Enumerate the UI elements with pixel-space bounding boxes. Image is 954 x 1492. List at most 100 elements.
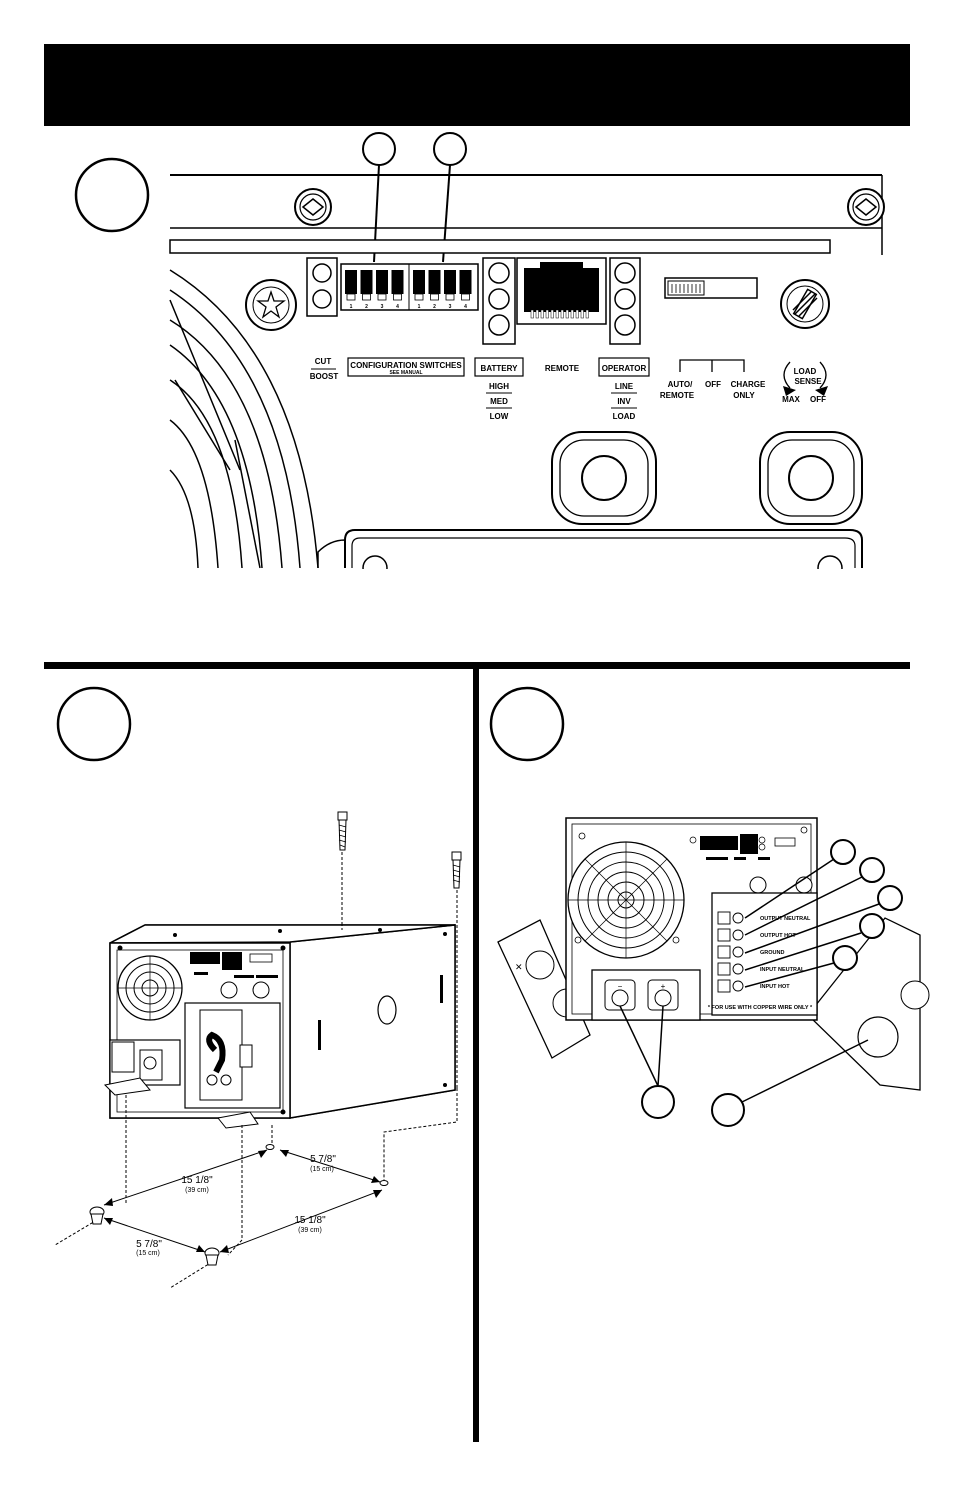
dip-switch-b-3[interactable]: [444, 270, 456, 294]
terminal-label: OUTPUT NEUTRAL: [760, 916, 811, 922]
operator-load-label: LOAD: [613, 412, 636, 421]
max-label: MAX: [782, 395, 800, 404]
step-circle-1: [74, 157, 150, 233]
dip-switch-tab: [362, 293, 371, 301]
terminal-label: GROUND: [760, 950, 784, 956]
mount-screw-top-1: [337, 811, 348, 851]
charge-only-label-1: CHARGE: [731, 380, 766, 389]
terminal-clamp: [717, 945, 731, 959]
rj-pin: [540, 309, 544, 319]
cut-led: [312, 263, 332, 283]
knockout-plate-left: [497, 919, 591, 1059]
battery-label-box: [474, 357, 524, 377]
config-switch-label-box: [347, 357, 465, 377]
rj-pin: [530, 309, 534, 319]
dip-switch-b-2[interactable]: [428, 270, 441, 294]
panel-strip: [169, 239, 831, 254]
load-sense-arc-right: [819, 361, 827, 389]
terminal-screw[interactable]: [732, 946, 744, 958]
rj-pin: [575, 309, 579, 319]
dim-width-1: 5 7/8": [310, 1154, 336, 1165]
terminal-screw[interactable]: [732, 929, 744, 941]
dip-switch-number: 2: [433, 304, 436, 310]
header-bar: [44, 44, 910, 126]
callout-circle-config-b: [433, 132, 467, 166]
dip-switch-tab: [393, 293, 402, 301]
battery-low-label: LOW: [490, 412, 509, 421]
mount-screw-floor-1: [89, 1206, 105, 1225]
fan-guard: [169, 269, 319, 569]
dc-positive-symbol: +: [661, 982, 666, 991]
dip-switch-number: 2: [365, 304, 368, 310]
auto-remote-label-1: AUTO/: [668, 380, 694, 389]
wiring-illustration: ✕ −: [497, 817, 930, 1127]
dip-switch-number: 3: [449, 304, 452, 310]
battery-led-low: [488, 314, 510, 336]
column-divider: [473, 662, 479, 1442]
dc-knockout-right: [759, 431, 863, 525]
rj-pin: [555, 309, 559, 319]
rj-pin: [550, 309, 554, 319]
battery-label: BATTERY: [481, 364, 519, 373]
charge-only-label-2: ONLY: [733, 391, 755, 400]
dip-switch-number: 1: [350, 304, 353, 310]
battery-led-high: [488, 262, 510, 284]
remote-port[interactable]: [516, 257, 607, 325]
dim-width-1-cm: (15 cm): [310, 1166, 334, 1173]
dip-switch-b-1[interactable]: [413, 270, 425, 294]
operator-label: OPERATOR: [602, 364, 647, 373]
load-sense-arrow-right: [815, 386, 828, 396]
dip-switch-a-3[interactable]: [376, 270, 388, 294]
callout-knockout: [711, 1093, 745, 1127]
dip-switch-tab: [377, 293, 387, 301]
callout-circle-config-a: [362, 132, 396, 166]
see-manual-label: SEE MANUAL: [389, 370, 422, 376]
terminal-screw[interactable]: [732, 963, 744, 975]
configuration-switches-label: CONFIGURATION SWITCHES: [350, 361, 462, 370]
dim-length-2-cm: (39 cm): [298, 1227, 322, 1234]
boost-label: BOOST: [310, 372, 339, 381]
terminal-screw[interactable]: [732, 912, 744, 924]
terminal-clamp: [717, 911, 731, 925]
rj-pin: [560, 309, 564, 319]
callout-ground: [877, 885, 903, 911]
load-sense-arrow-left: [783, 386, 796, 396]
load-sense-label-1: LOAD: [794, 367, 817, 376]
callout-output-hot: [859, 857, 885, 883]
dip-switch-number: 4: [396, 304, 399, 310]
dim-length-1: 15 1/8": [181, 1175, 213, 1186]
screw-top-left: [294, 188, 332, 226]
operator-led-line: [614, 262, 636, 284]
dim-width-2-cm: (15 cm): [136, 1250, 160, 1257]
mode-position-bracket: [679, 359, 745, 372]
mounting-illustration: 15 1/8" (39 cm) 5 7/8" (15 cm) 5 7/8" (1…: [54, 811, 462, 1289]
dip-switch-tab: [445, 293, 455, 301]
battery-led-med: [488, 288, 510, 310]
rj-pin: [545, 309, 549, 319]
dip-switch-a-2[interactable]: [360, 270, 373, 294]
terminal-clamp: [717, 962, 731, 976]
dim-length-1-cm: (39 cm): [185, 1187, 209, 1194]
dip-switch-b-4[interactable]: [459, 270, 472, 294]
terminal-screw[interactable]: [732, 980, 744, 992]
mount-screw-top-2: [451, 851, 462, 889]
load-sense-arc-left: [783, 361, 791, 389]
off-label: OFF: [705, 380, 721, 389]
operator-led-load: [614, 314, 636, 336]
off-small-label: OFF: [810, 395, 826, 404]
load-sense-knob[interactable]: [780, 279, 830, 329]
step-circle-2: [56, 686, 132, 762]
dip-switch-a-1[interactable]: [345, 270, 357, 294]
dip-switch-a-4[interactable]: [391, 270, 404, 294]
inverter-side: [289, 924, 456, 1119]
dip-switch-number: 1: [418, 304, 421, 310]
dc-knockout-left: [551, 431, 657, 525]
auto-remote-label-2: REMOTE: [660, 391, 695, 400]
battery-med-label: MED: [490, 397, 508, 406]
mode-slide-switch[interactable]: [664, 277, 758, 299]
callout-dc-terminals: [641, 1085, 675, 1119]
